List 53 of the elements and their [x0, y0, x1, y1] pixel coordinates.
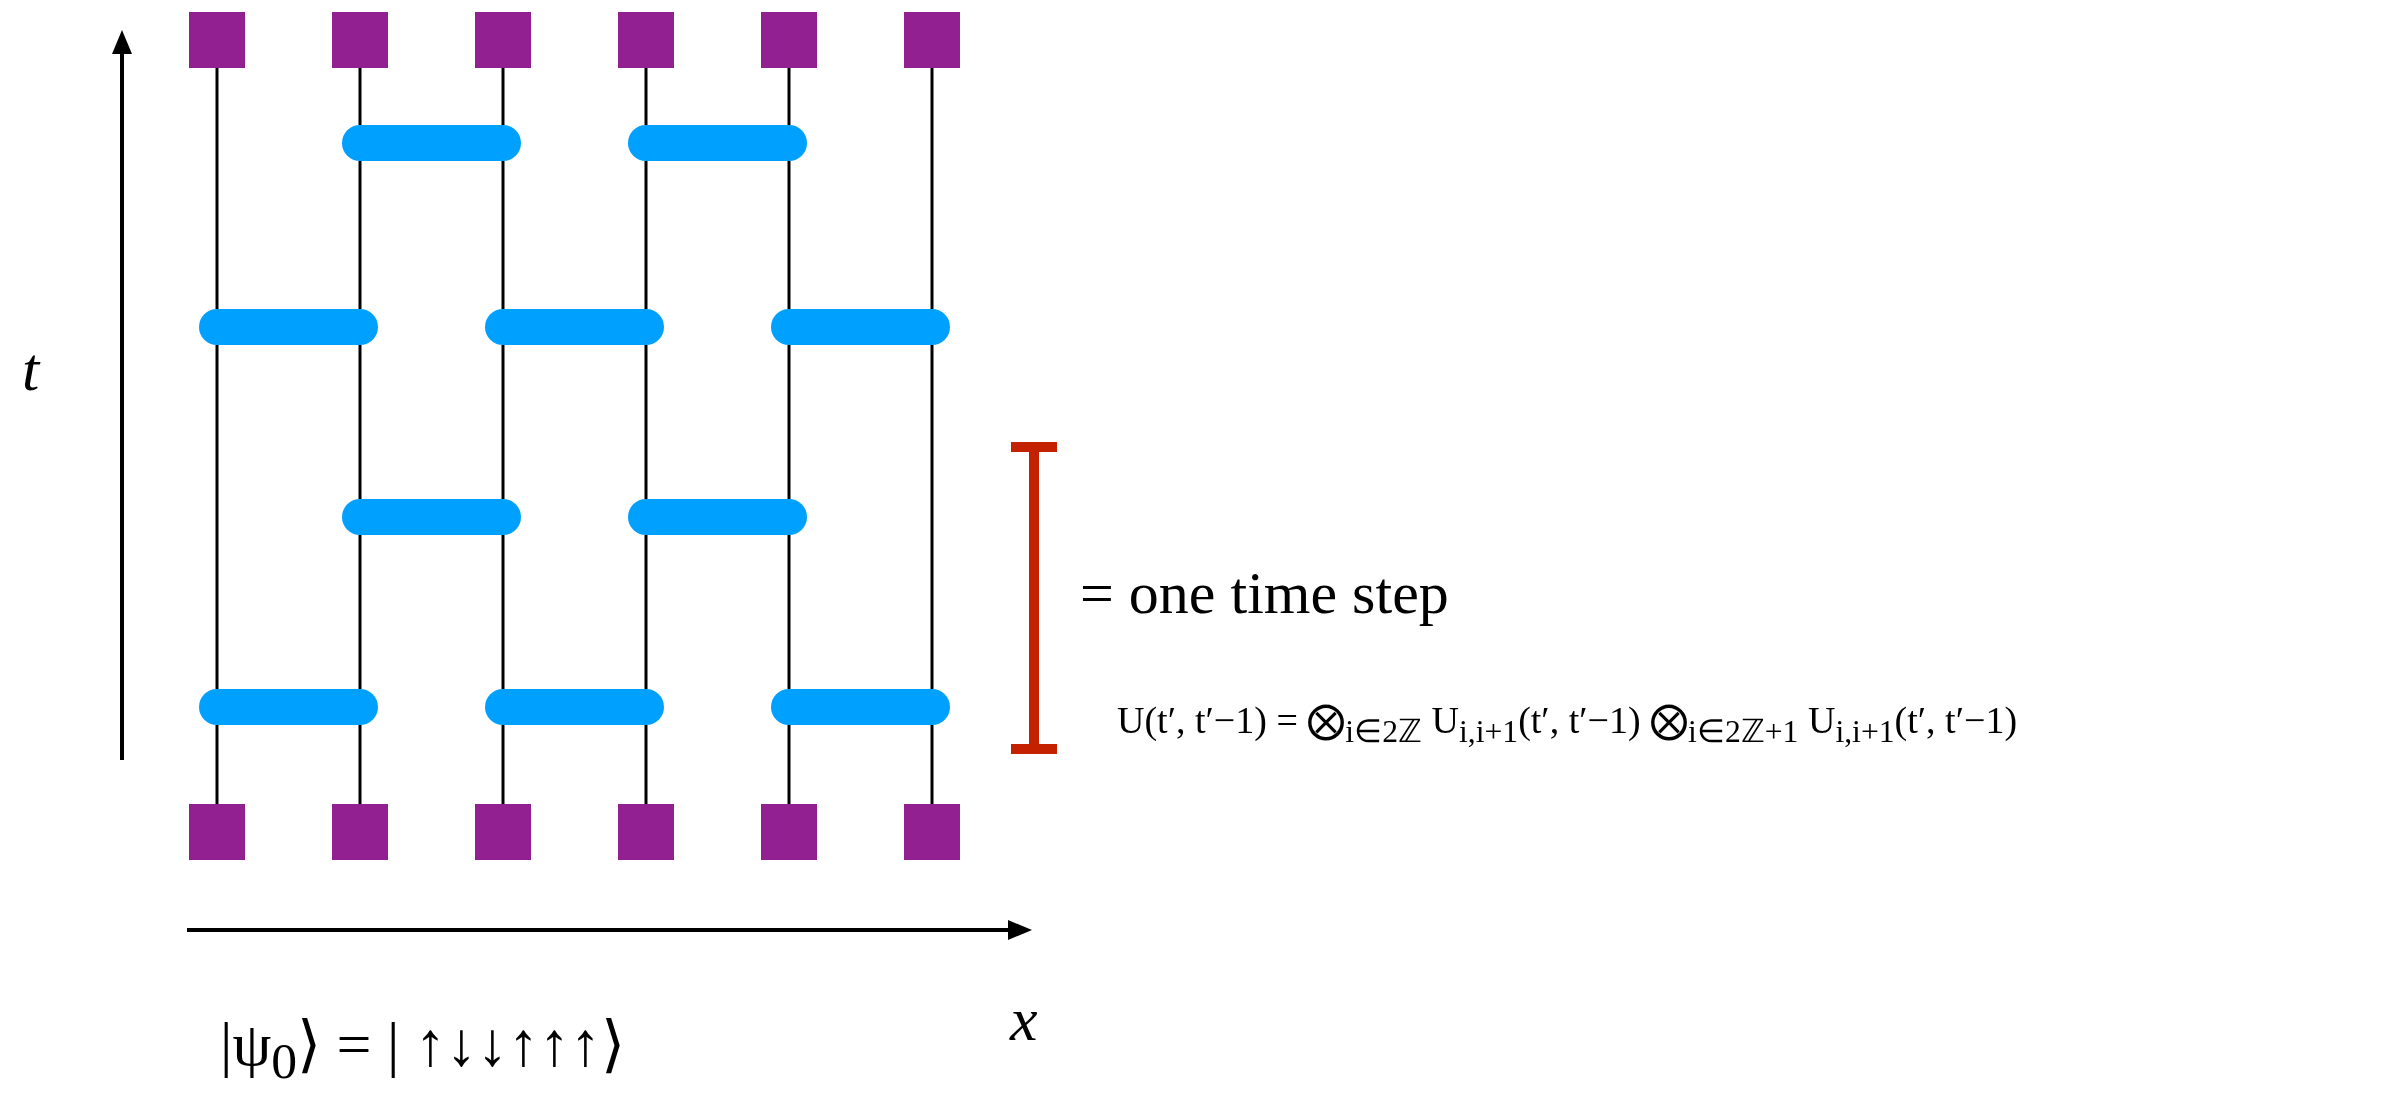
- gate-bar: [199, 309, 378, 345]
- wire-line: [501, 161, 505, 309]
- wire-line: [501, 535, 505, 689]
- wire-line: [644, 725, 648, 804]
- site-square: [761, 804, 817, 860]
- site-square: [761, 12, 817, 68]
- gate-bar: [342, 499, 521, 535]
- wire-line: [501, 345, 505, 499]
- wire-line: [787, 725, 791, 804]
- wire-line: [930, 345, 934, 689]
- wire-line: [501, 68, 505, 125]
- axis-label: x: [1010, 985, 1038, 1054]
- site-square: [332, 12, 388, 68]
- wire-line: [787, 68, 791, 125]
- gate-bar: [628, 125, 807, 161]
- wire-line: [358, 535, 362, 689]
- site-square: [904, 12, 960, 68]
- site-square: [618, 12, 674, 68]
- wire-line: [215, 68, 219, 309]
- wire-line: [358, 345, 362, 499]
- wire-line: [358, 161, 362, 309]
- wire-line: [644, 535, 648, 689]
- wire-line: [215, 725, 219, 804]
- gate-bar: [628, 499, 807, 535]
- wire-line: [644, 68, 648, 125]
- gate-bar: [485, 689, 664, 725]
- site-square: [189, 12, 245, 68]
- wire-line: [644, 161, 648, 309]
- gate-bar: [771, 309, 950, 345]
- site-square: [189, 804, 245, 860]
- wire-line: [215, 345, 219, 689]
- wire-line: [501, 725, 505, 804]
- wire-line: [787, 345, 791, 499]
- site-square: [904, 804, 960, 860]
- gate-bar: [342, 125, 521, 161]
- wire-line: [358, 68, 362, 125]
- gate-bar: [199, 689, 378, 725]
- gate-bar: [485, 309, 664, 345]
- legend-text: = one time step: [1080, 560, 1449, 626]
- wire-line: [787, 161, 791, 309]
- wire-line: [787, 535, 791, 689]
- axis-label: t: [22, 335, 40, 404]
- site-square: [618, 804, 674, 860]
- gate-bar: [771, 689, 950, 725]
- wire-line: [644, 345, 648, 499]
- wire-line: [930, 725, 934, 804]
- site-square: [475, 12, 531, 68]
- wire-line: [930, 68, 934, 309]
- wire-line: [358, 725, 362, 804]
- formula-text: U(t′, t′−1) = ⨂$_{i∈2ℤ}$ U$_{i,i+1}$(t′, t′−1) ⨂$_{i∈2ℤ+1}$ U$_{i,i+1}$(t′, t′−1): [1117, 700, 2018, 750]
- initial-state-formula: |ψ$_{0}$⟩ = | ↑↓↓↑↑↑⟩: [220, 1010, 625, 1091]
- site-square: [475, 804, 531, 860]
- site-square: [332, 804, 388, 860]
